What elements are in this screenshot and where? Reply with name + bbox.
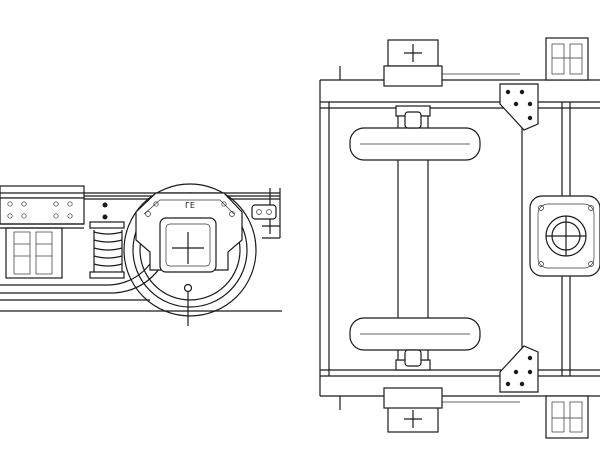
- plan-view: [319, 37, 600, 439]
- spring-nest-left: [0, 227, 84, 279]
- wheelset-plan: [349, 111, 481, 367]
- gusset-plate-top: [499, 83, 539, 131]
- bolster-center-plate: [529, 195, 600, 277]
- axle-box-top: [383, 39, 443, 117]
- frame-bolts: [7, 201, 108, 220]
- side-frame: [0, 185, 281, 239]
- end-lug: [251, 204, 277, 220]
- side-elevation-view: ГЕ: [0, 183, 282, 326]
- spring-pack-bottom: [545, 395, 589, 439]
- spring-pack-top: [545, 37, 589, 81]
- journal-box-marking: ГЕ: [185, 201, 195, 210]
- gusset-plate-bottom: [499, 345, 539, 393]
- axle-box-bottom: [383, 359, 443, 433]
- axle-box-housing: ГЕ: [135, 192, 243, 326]
- coil-spring: [89, 221, 125, 279]
